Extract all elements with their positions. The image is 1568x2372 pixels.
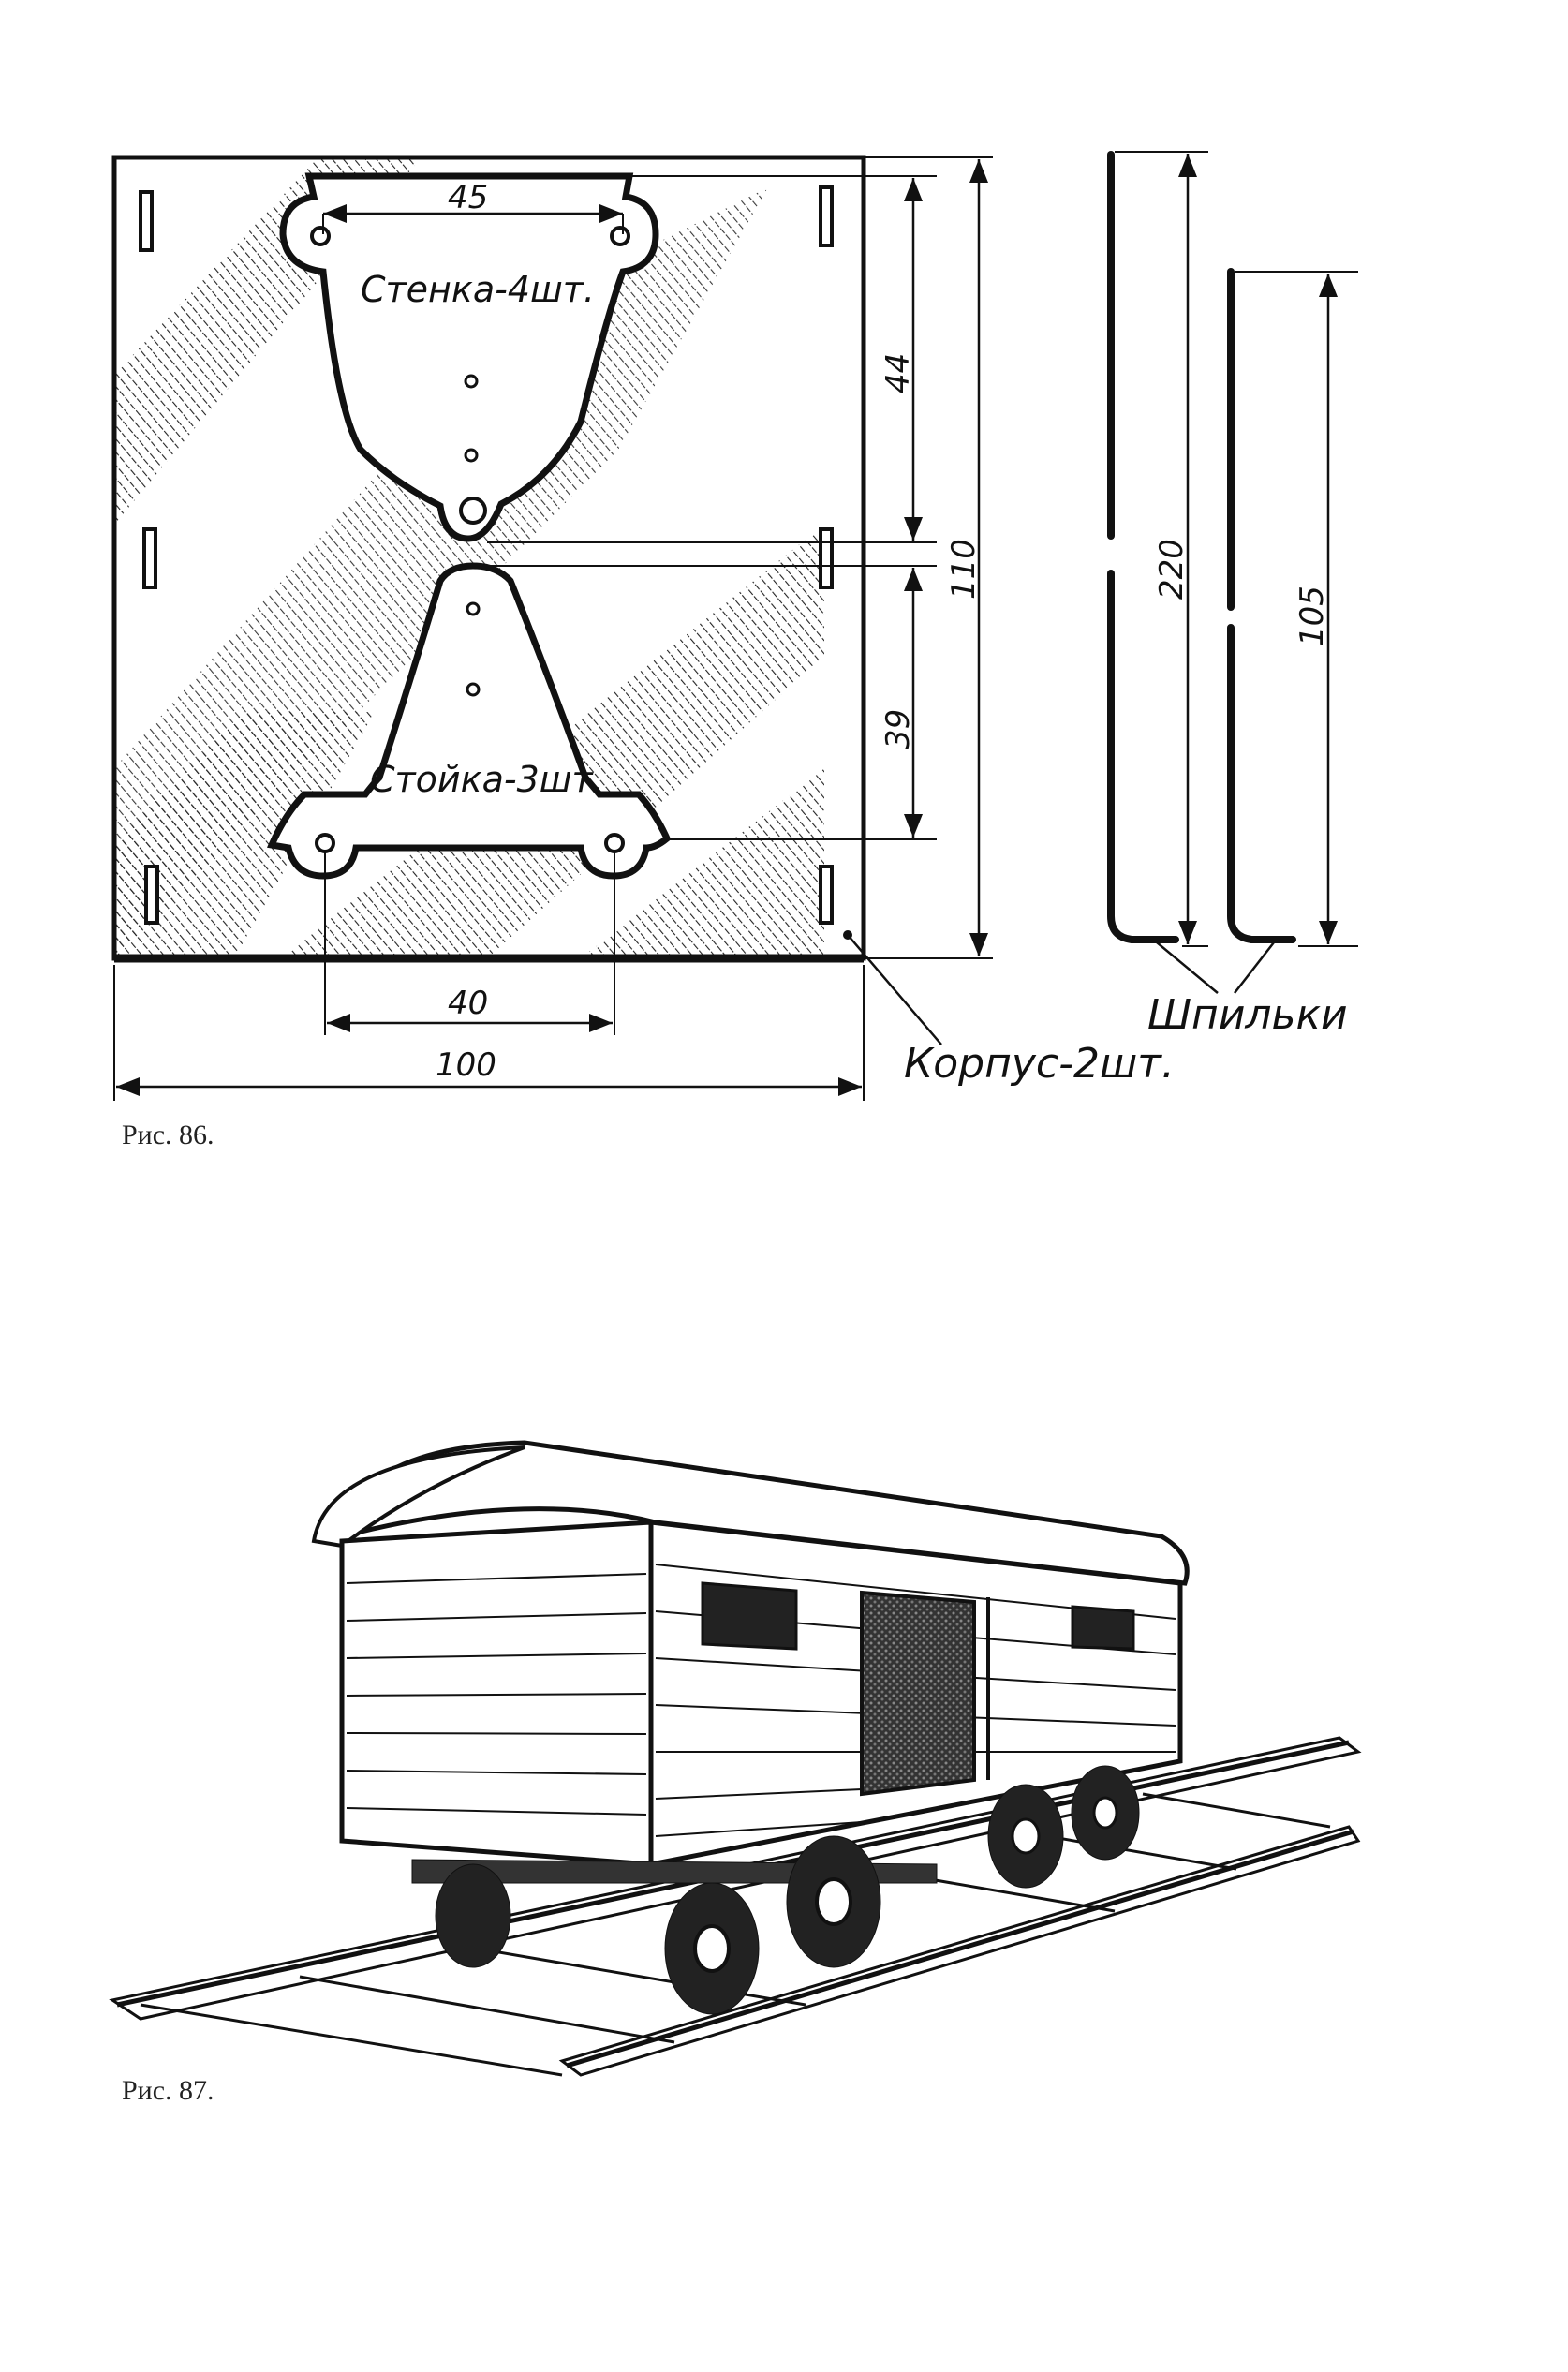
svg-text:220: 220	[1153, 539, 1191, 600]
svg-text:105: 105	[1294, 586, 1331, 646]
pin-short	[1227, 268, 1296, 943]
wagon-wheels	[411, 1765, 1140, 2015]
figure-86-drawing: Стенка-4шт. Стойка-3шт. 45 44 39 110 40	[111, 151, 1358, 1101]
svg-text:45: 45	[448, 179, 488, 216]
rail-track	[109, 1736, 1362, 2077]
dim-100: 100	[113, 965, 865, 1101]
dim-110: 110	[945, 159, 988, 956]
figure-86-caption: Рис. 86.	[122, 1119, 214, 1150]
dim-39: 39	[880, 568, 923, 838]
body-label: Корпус-2шт.	[904, 1040, 1175, 1088]
dim-105: 105	[1235, 271, 1358, 947]
svg-text:44: 44	[880, 353, 917, 393]
stand-label: Стойка-3шт.	[370, 759, 604, 800]
body-callout: Корпус-2шт.	[843, 930, 1175, 1088]
pins-label: Шпильки	[1147, 991, 1348, 1039]
dim-44: 44	[880, 178, 923, 541]
wall-label: Стенка-4шт.	[361, 269, 595, 310]
dim-45: 45	[322, 179, 624, 234]
wagon-body	[311, 1440, 1190, 1868]
figure-87-caption: Рис. 87.	[122, 2075, 214, 2106]
svg-text:39: 39	[880, 709, 917, 749]
svg-text:40: 40	[448, 985, 488, 1022]
svg-text:100: 100	[436, 1046, 496, 1084]
pins-callout: Шпильки	[1147, 941, 1348, 1039]
dim-40: 40	[324, 852, 615, 1035]
extension-lines	[487, 156, 993, 959]
pin-long	[1107, 151, 1179, 943]
dim-220: 220	[1115, 151, 1208, 947]
stand-piece	[266, 562, 672, 880]
wall-piece	[279, 172, 659, 542]
plate-slots	[139, 185, 834, 925]
svg-text:110: 110	[945, 539, 983, 600]
